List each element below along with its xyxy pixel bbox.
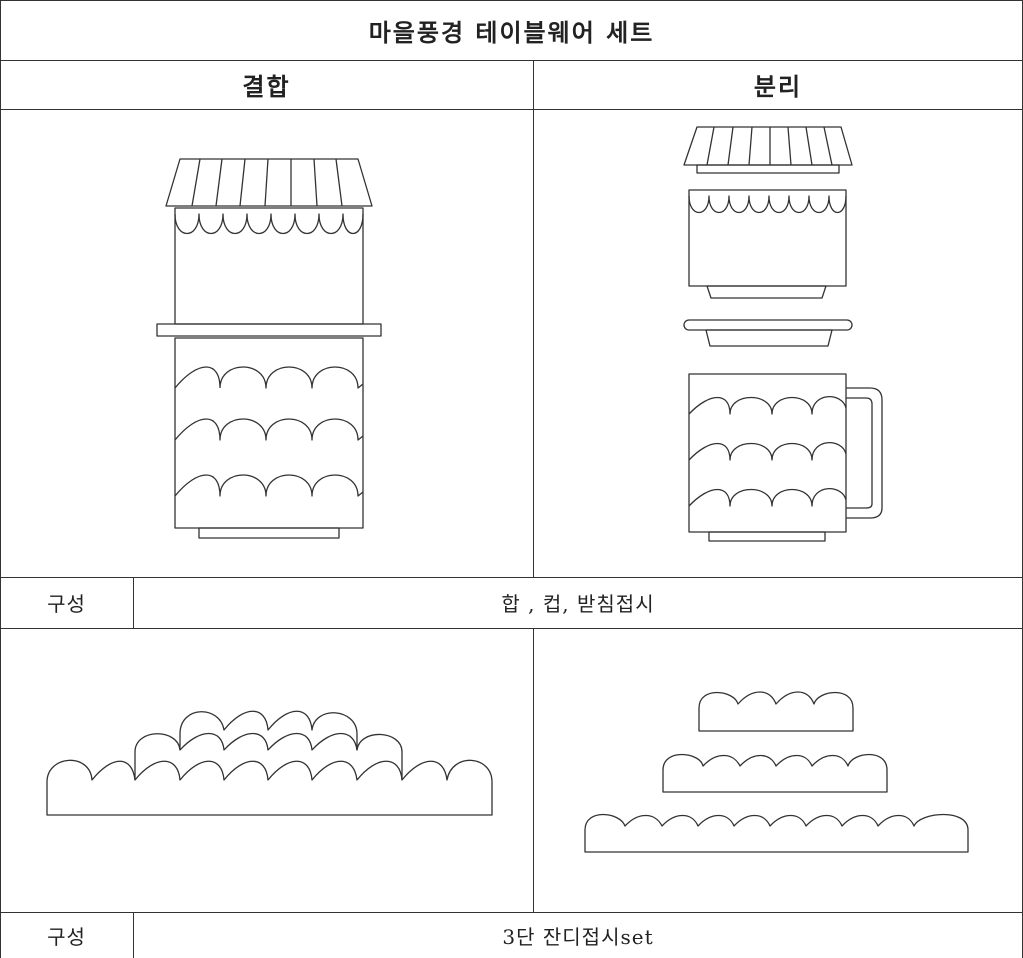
table-divider (533, 628, 534, 912)
table-border-top (0, 0, 1023, 1)
row-value-composition: 합 , 컵, 받침접시 (501, 592, 655, 616)
table-divider (133, 912, 134, 958)
table-divider (533, 60, 534, 578)
table-divider (0, 60, 1023, 61)
table-divider (133, 577, 134, 628)
row-label-composition: 구성 (47, 924, 86, 949)
table-divider (0, 912, 1023, 913)
column-header-combined: 결합 (242, 72, 291, 101)
column-header-separated: 분리 (753, 72, 803, 101)
table-title: 마을풍경 테이블웨어 세트 (368, 17, 655, 47)
row-label-composition: 구성 (47, 592, 86, 616)
row-value-composition: 3단 잔디접시set (502, 924, 654, 949)
table-divider (0, 628, 1023, 629)
table-divider (0, 109, 1023, 110)
table-border-left (0, 0, 1, 958)
table-divider (0, 577, 1023, 578)
